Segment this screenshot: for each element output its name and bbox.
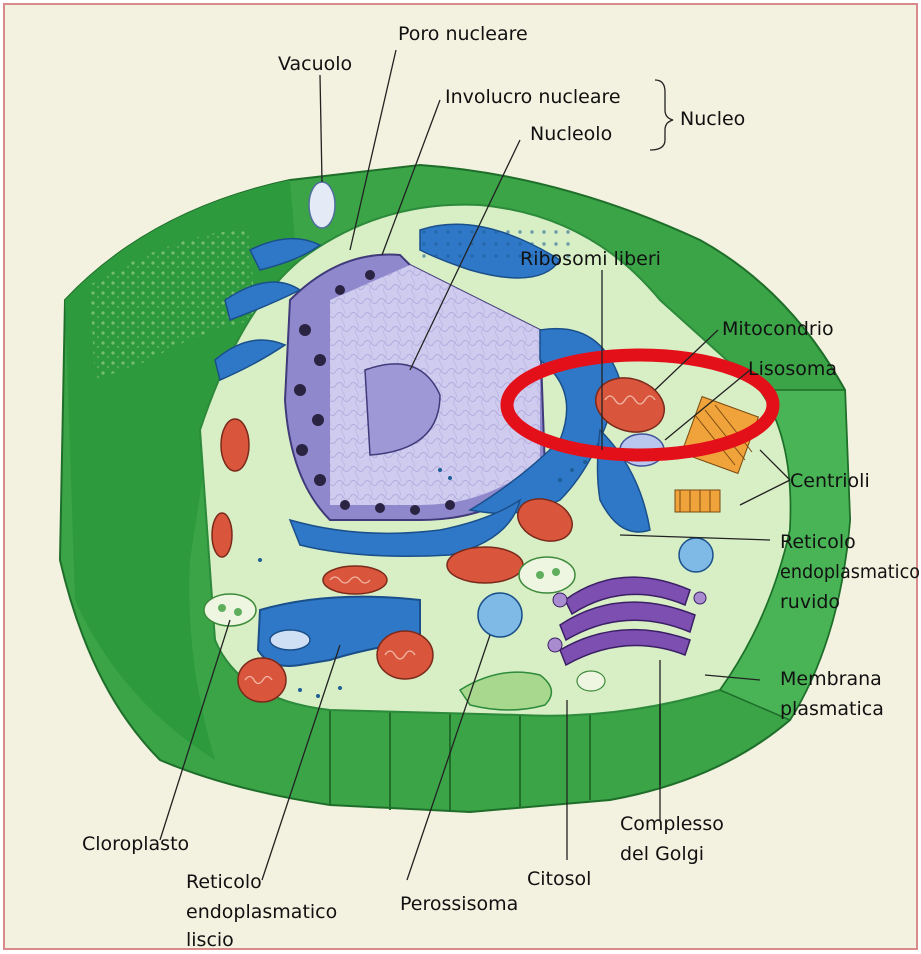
label-rer-3: ruvido (780, 591, 840, 613)
label-nucleolo: Nucleolo (530, 123, 612, 145)
label-ser-3: liscio (186, 929, 234, 951)
label-membrana-1: Membrana (780, 668, 882, 690)
label-perossisoma: Perossisoma (400, 893, 518, 915)
label-golgi-2: del Golgi (620, 843, 704, 865)
label-citosol: Citosol (527, 868, 591, 890)
label-poro-nucleare: Poro nucleare (398, 23, 528, 45)
label-nucleo: Nucleo (680, 108, 745, 130)
label-mitocondrio: Mitocondrio (722, 318, 834, 340)
label-ser-2: endoplasmatico (186, 901, 337, 923)
label-ser-1: Reticolo (186, 871, 262, 893)
label-golgi-1: Complesso (620, 813, 724, 835)
label-ribosomi-liberi: Ribosomi liberi (520, 248, 661, 270)
label-membrana-2: plasmatica (780, 698, 884, 720)
vacuole-icon (309, 182, 335, 228)
label-centrioli: Centrioli (790, 470, 870, 492)
label-rer-2: endoplasmatico (780, 561, 920, 583)
peroxisome-icon (478, 593, 522, 637)
label-rer-1: Reticolo (780, 531, 856, 553)
label-cloroplasto: Cloroplasto (82, 833, 189, 855)
label-lisosoma: Lisosoma (748, 358, 837, 380)
label-vacuolo: Vacuolo (278, 53, 352, 75)
label-involucro-nucleare: Involucro nucleare (445, 86, 621, 108)
